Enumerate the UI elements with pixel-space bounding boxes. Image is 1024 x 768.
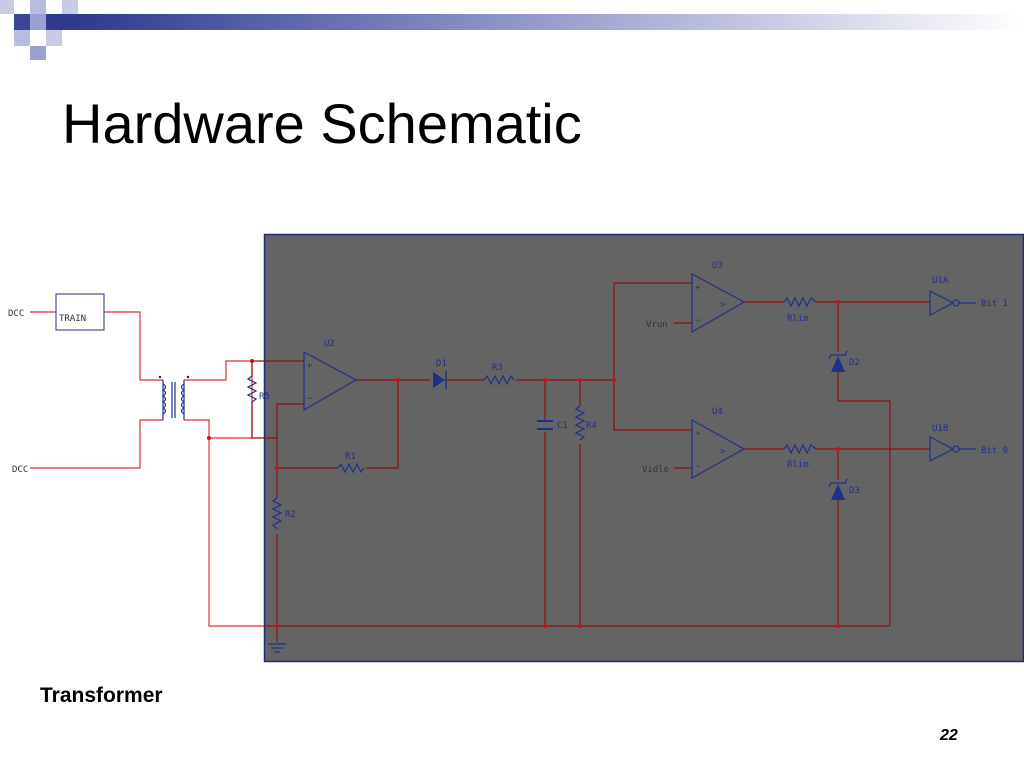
junction: [275, 466, 279, 470]
corner-decoration: [0, 0, 1024, 60]
ground-symbol: [268, 643, 286, 653]
d2-label: D2: [849, 358, 860, 368]
u3-minus: −: [695, 316, 701, 326]
junction: [275, 624, 279, 628]
junction: [836, 447, 840, 451]
transformer-dot-right: [186, 375, 190, 379]
d1-label: D1: [436, 359, 447, 369]
bit0-label: Bit 0: [981, 446, 1008, 456]
train-label: TRAIN: [59, 314, 86, 324]
u3-comparator: [691, 272, 746, 334]
train-box: [55, 293, 105, 331]
u4-comparator: [691, 418, 746, 480]
u4-plus: +: [695, 429, 701, 439]
c1-label: C1: [557, 421, 568, 431]
square-k: [14, 30, 30, 46]
circuit-wires: [252, 282, 930, 642]
square-f: [0, 14, 14, 30]
d3-label: D3: [849, 486, 860, 496]
transformer-caption: Transformer: [40, 684, 163, 707]
dcc-bottom-label: DCC: [12, 465, 28, 475]
square-l: [30, 30, 46, 46]
u2-minus: −: [307, 394, 313, 404]
u2-opamp: [303, 350, 358, 412]
r1-label: R1: [345, 452, 356, 462]
junction: [578, 624, 582, 628]
r2-label: R2: [285, 510, 296, 520]
r3-label: R3: [492, 363, 503, 373]
dcc-top-label: DCC: [8, 309, 24, 319]
slide-title: Hardware Schematic: [62, 92, 582, 155]
u2-plus: +: [307, 361, 313, 371]
r4-label: R4: [586, 421, 597, 431]
square-e: [62, 0, 78, 14]
header-band: [78, 14, 1024, 30]
junction: [543, 378, 547, 382]
junction: [396, 378, 400, 382]
r4-resistor: [574, 405, 586, 441]
u1a-label: U1A: [932, 276, 949, 286]
square-m: [46, 30, 62, 46]
square-i: [46, 14, 62, 30]
rlim-bottom-label: Rlim: [787, 460, 809, 470]
u2-label: U2: [324, 339, 335, 349]
junction: [543, 624, 547, 628]
square-n: [30, 46, 46, 60]
rlim-bottom-resistor: [783, 443, 817, 455]
r5-resistor: [246, 375, 258, 403]
vidle-label: Vidle: [642, 465, 669, 475]
u4-minus: −: [695, 462, 701, 472]
outer-wires: [30, 311, 264, 627]
vrun-label: Vrun: [646, 320, 668, 330]
square-j: [62, 14, 78, 30]
square-h: [30, 14, 46, 30]
transformer-dot-left: [158, 375, 162, 379]
rlim-top-label: Rlim: [787, 314, 809, 324]
c1-capacitor: [537, 420, 553, 430]
square-d: [46, 0, 62, 14]
junction: [612, 378, 616, 382]
junctions: [207, 300, 840, 628]
u1a-inverter: [929, 290, 976, 316]
r3-resistor: [483, 374, 515, 386]
rlim-top-resistor: [783, 296, 817, 308]
u1b-inverter: [929, 436, 976, 462]
r5-label: R5: [259, 392, 270, 402]
junction: [578, 378, 582, 382]
square-g: [14, 14, 30, 30]
d1-diode: [433, 371, 447, 389]
u3-symbol: >: [720, 300, 726, 310]
d3-zener: [828, 478, 848, 500]
u4-label: U4: [712, 407, 723, 417]
u3-plus: +: [695, 283, 701, 293]
r2-resistor: [271, 497, 283, 530]
transformer: [161, 380, 186, 420]
square-b: [14, 0, 30, 14]
u1b-label: U1B: [932, 424, 948, 434]
junction: [836, 300, 840, 304]
square-c: [30, 0, 46, 14]
schematic-panel: [263, 233, 1024, 663]
u3-label: U3: [712, 261, 723, 271]
bit1-label: Bit 1: [981, 299, 1008, 309]
junction: [207, 436, 211, 440]
junction: [836, 624, 840, 628]
u4-symbol: >: [720, 447, 726, 457]
d2-zener: [828, 350, 848, 372]
page-number: 22: [940, 727, 958, 744]
square-a: [0, 0, 14, 14]
r1-resistor: [337, 462, 365, 474]
